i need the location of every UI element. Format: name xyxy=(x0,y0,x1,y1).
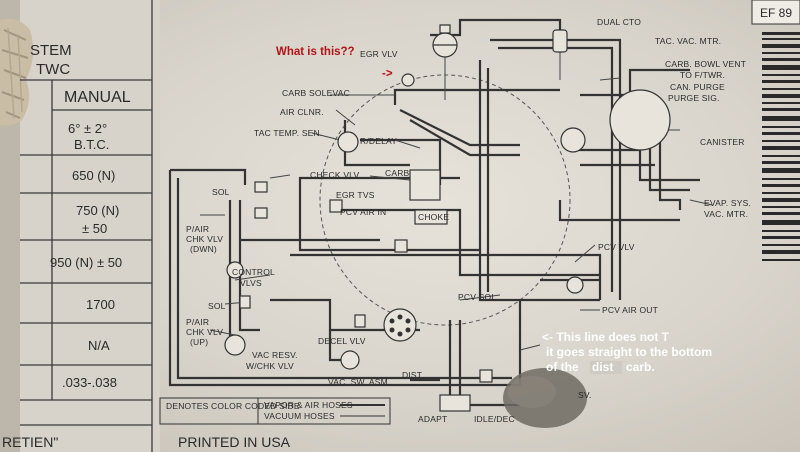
label-p-air-dwn-1: P/AIR xyxy=(186,224,209,234)
spec-row-1-line-2: B.T.C. xyxy=(74,137,109,152)
spec-row-4: 950 (N) ± 50 xyxy=(50,255,122,270)
thin-hoses xyxy=(200,50,713,351)
label-pcv-air-in: PCV AIR IN xyxy=(340,207,386,217)
table-column-header: MANUAL xyxy=(64,89,131,106)
annotation-question: What is this?? xyxy=(276,46,355,58)
label-p-air-up-2: CHK VLV xyxy=(186,327,223,337)
spec-table-grid xyxy=(20,0,153,452)
label-check-vlv: CHECK VLV xyxy=(310,170,359,180)
label-adapt: ADAPT xyxy=(418,414,447,424)
label-idle-dec: IDLE/DEC xyxy=(474,414,515,424)
legend-vacuum-hoses: VACUUM HOSES xyxy=(264,411,335,421)
spec-row-3-line-2: ± 50 xyxy=(82,221,107,236)
legend-box xyxy=(159,397,391,425)
label-resv-partial: SV. xyxy=(578,390,592,400)
label-choke: CHOKE xyxy=(418,212,449,222)
label-control: CONTROL xyxy=(232,267,275,277)
label-p-air-up-1: P/AIR xyxy=(186,317,209,327)
label-pcv-air-out: PCV AIR OUT xyxy=(602,305,658,315)
annotation-question-arrow: -> xyxy=(382,68,393,80)
label-canister: CANISTER xyxy=(700,137,745,147)
label-dist: DIST xyxy=(402,370,422,380)
annotation-note: <- This line does not T it goes straight… xyxy=(542,330,712,374)
label-carb-solevac: CARB SOLEVAC xyxy=(282,88,350,98)
legend-vapor-hoses: VAPOR & AIR HOSES xyxy=(264,400,353,410)
label-purge-sig: PURGE SIG. xyxy=(668,93,720,103)
label-sol-lower: SOL xyxy=(208,301,226,311)
label-dual-cto: DUAL CTO xyxy=(597,17,641,27)
label-egr-tvs: EGR TVS xyxy=(336,190,375,200)
annotation-note-overwrite: dist xyxy=(592,360,613,374)
label-egr-vlv: EGR VLV xyxy=(360,49,398,59)
annotation-note-line-1: <- This line does not T xyxy=(542,330,670,344)
label-air-clnr: AIR CLNR. xyxy=(280,107,324,117)
label-p-air-dwn-3: (DWN) xyxy=(190,244,217,254)
label-carb-bowl-vent: CARB. BOWL VENT xyxy=(665,59,746,69)
label-vac-resv: VAC RESV. xyxy=(252,350,298,360)
table-footer-partial: RETIEN" xyxy=(2,434,58,450)
corner-code: EF 89 xyxy=(760,6,792,20)
label-pcv-sol: PCV SOL xyxy=(458,292,496,302)
annotation-note-line-2: it goes straight to the bottom xyxy=(546,345,712,359)
label-p-air-dwn-2: CHK VLV xyxy=(186,234,223,244)
annotation-note-line-3-end: carb. xyxy=(626,360,655,374)
spec-row-1-line-1: 6° ± 2° xyxy=(68,121,107,136)
label-w-chk-vlv: W/CHK VLV xyxy=(246,361,294,371)
printed-in-usa: PRINTED IN USA xyxy=(178,434,291,450)
components xyxy=(224,24,671,412)
label-carb: CARB xyxy=(385,168,410,178)
label-vac-mtr: VAC. MTR. xyxy=(704,209,748,219)
label-pcv-vlv: PCV VLV xyxy=(598,242,635,252)
engine-outline xyxy=(319,74,571,326)
spec-row-2: 650 (N) xyxy=(72,168,115,183)
label-r-delay: R/DELAY xyxy=(360,136,397,146)
label-p-air-up-3: (UP) xyxy=(190,337,208,347)
barcode xyxy=(762,32,800,261)
spec-row-6: N/A xyxy=(88,338,110,353)
distributor-ports xyxy=(389,314,411,337)
spec-row-5: 1700 xyxy=(86,297,115,312)
label-vlvs: VLVS xyxy=(240,278,262,288)
legend-color-key: DENOTES COLOR CODED SIDE xyxy=(166,401,300,411)
label-tac-temp-sen: TAC TEMP. SEN. xyxy=(254,128,322,138)
code-box xyxy=(751,0,800,25)
label-vac-sw-asm: VAC. SW. ASM. xyxy=(328,377,390,387)
annotation-note-line-3: of the xyxy=(546,360,579,374)
label-to-f-twr: TO F/TWR. xyxy=(680,70,725,80)
spec-row-3-line-1: 750 (N) xyxy=(76,203,119,218)
label-sol-upper: SOL xyxy=(212,187,230,197)
table-header-partial-1: STEM xyxy=(30,42,72,59)
label-decel-vlv: DECEL VLV xyxy=(318,336,366,346)
spec-row-7: .033-.038 xyxy=(62,375,117,390)
label-tac-vac-mtr: TAC. VAC. MTR. xyxy=(655,36,721,46)
label-evap-sys: EVAP. SYS. xyxy=(704,198,751,208)
label-can-purge: CAN. PURGE xyxy=(670,82,725,92)
table-header-partial-2: TWC xyxy=(36,61,70,78)
fabric-tape-corner xyxy=(0,18,34,126)
